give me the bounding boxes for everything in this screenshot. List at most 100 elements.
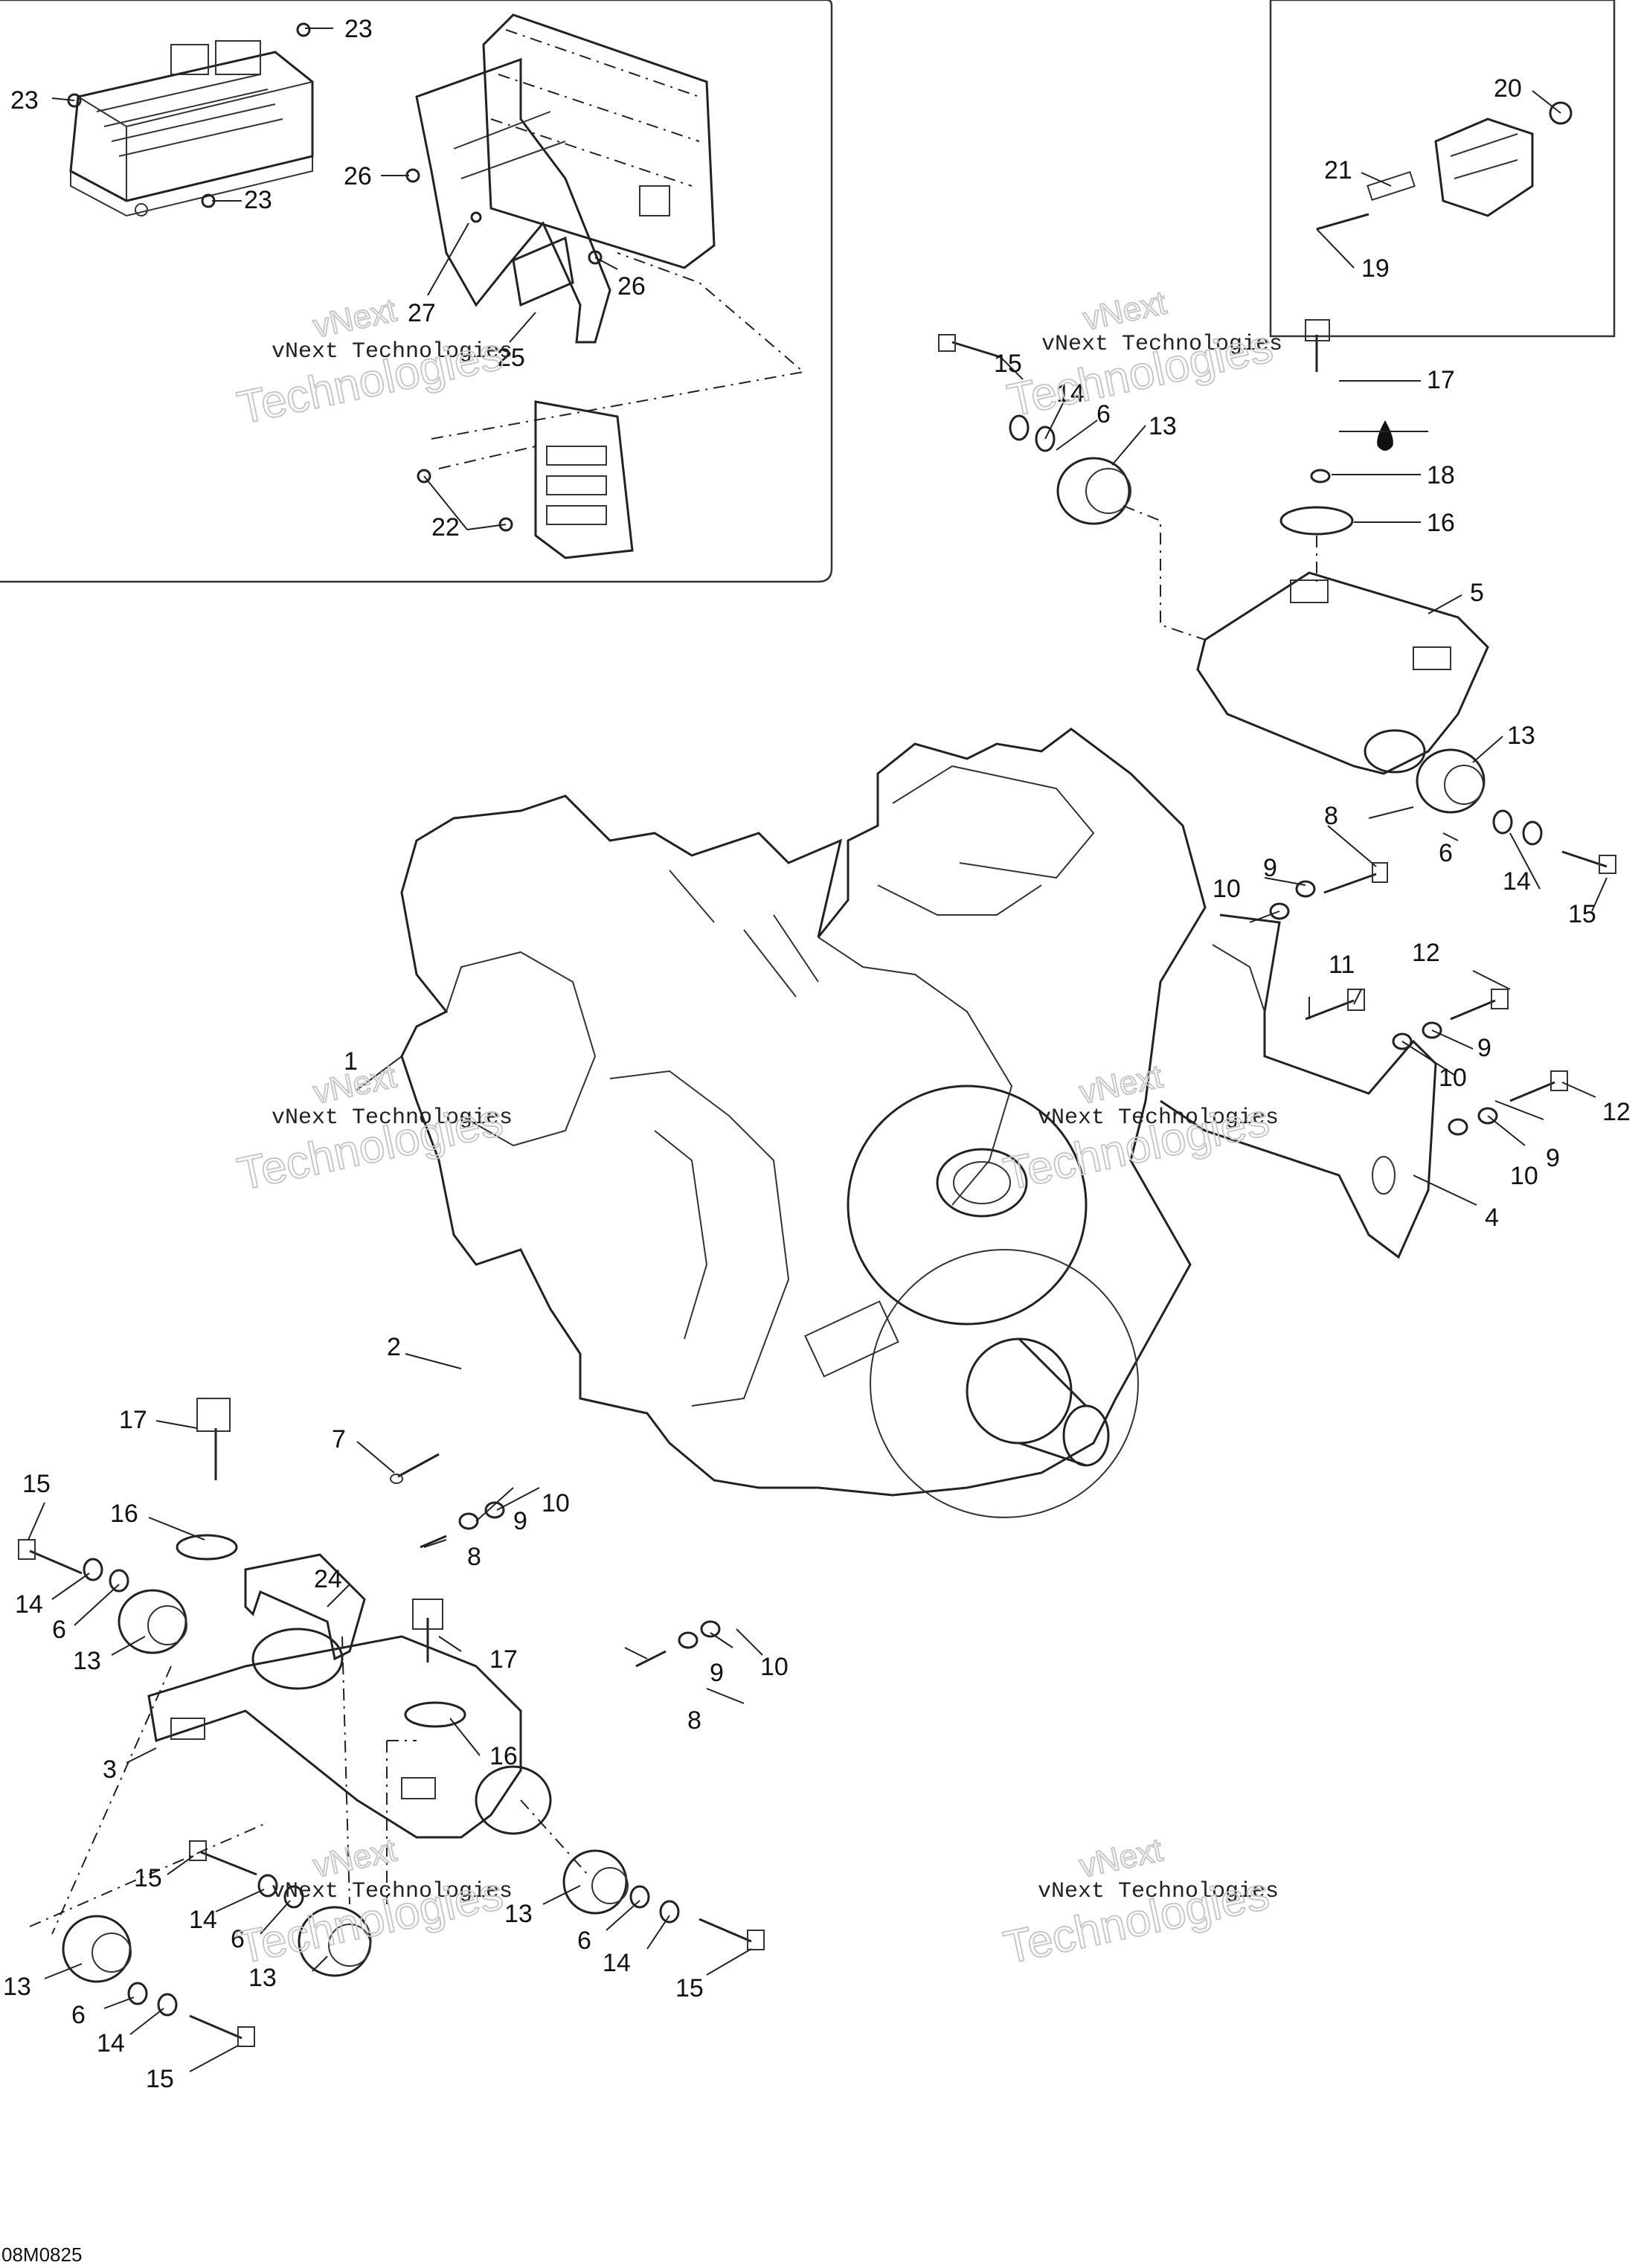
engine-block-drawing (400, 727, 1207, 1518)
callout-9-upper: 9 (1263, 854, 1277, 882)
callout-10-lower: 10 (1510, 1162, 1538, 1190)
inset-frame-connector (1269, 0, 1616, 338)
callout-16-center: 16 (489, 1742, 518, 1770)
mount-bracket-5-drawing (1196, 571, 1489, 775)
fuse-box-drawing (69, 40, 314, 217)
callout-6-right: 6 (1439, 839, 1453, 867)
svg-text:vNext Technologies: vNext Technologies (272, 1105, 513, 1131)
ecm-module-drawing (482, 13, 716, 269)
callout-27: 27 (408, 299, 436, 327)
bracket-3-drawing (147, 1628, 552, 1839)
callout-14-left: 14 (15, 1590, 43, 1619)
callout-10-mid: 10 (1439, 1064, 1467, 1092)
callout-12-lower: 12 (1602, 1098, 1631, 1126)
ecm-assembly-line (431, 252, 806, 440)
bushing-13-drawings (62, 457, 1486, 1983)
bracket-4-drawing (1160, 913, 1437, 1259)
threadlocker-drop-icon (1377, 420, 1393, 451)
callout-10-left: 10 (542, 1489, 570, 1517)
callout-4: 4 (1485, 1204, 1499, 1232)
connector-block-drawing (534, 400, 634, 559)
callout-8-upper: 8 (1324, 802, 1338, 830)
callout-15-lower-left: 15 (134, 1864, 162, 1892)
callout-15-right: 15 (1568, 900, 1596, 928)
watermark-2: vNext vNext Technologies Technologies (1003, 283, 1282, 427)
callout-7: 7 (332, 1425, 346, 1453)
callout-26-left: 26 (344, 162, 372, 190)
svg-text:vNext: vNext (310, 292, 399, 344)
svg-text:vNext Technologies: vNext Technologies (272, 339, 513, 364)
callout-25: 25 (497, 344, 525, 372)
callout-14-right: 14 (1503, 867, 1531, 896)
svg-text:vNext: vNext (1080, 284, 1169, 337)
callout-18: 18 (1427, 461, 1455, 489)
callout-16-upper: 16 (1427, 509, 1455, 537)
diagram-reference-code: 08M0825 (1, 2243, 82, 2266)
svg-text:vNext Technologies: vNext Technologies (1038, 1105, 1279, 1131)
callout-9-mid: 9 (1477, 1034, 1491, 1062)
callout-16-left: 16 (110, 1500, 138, 1528)
callout-5: 5 (1470, 579, 1484, 607)
callout-13-lower-right: 13 (504, 1900, 533, 1928)
callout-13-lower-center: 13 (248, 1964, 277, 1992)
callout-6-lower-left: 6 (231, 1925, 245, 1953)
callout-15-lower-right: 15 (675, 1974, 704, 2002)
svg-text:vNext Technologies: vNext Technologies (272, 1879, 513, 1904)
svg-text:vNext: vNext (1076, 1058, 1166, 1111)
callout-17-left: 17 (119, 1406, 147, 1434)
callout-20: 20 (1494, 74, 1522, 103)
watermark-4: vNext vNext Technologies Technologies (999, 1057, 1279, 1201)
svg-text:vNext: vNext (310, 1058, 399, 1111)
callout-8-bottom: 8 (687, 1706, 701, 1735)
callout-12-upper: 12 (1412, 939, 1440, 967)
callout-6-upper: 6 (1096, 400, 1111, 428)
callout-13-upper: 13 (1149, 412, 1177, 440)
callout-6-bottom-left: 6 (71, 2001, 86, 2029)
callout-9-bottom: 9 (710, 1659, 724, 1687)
fastener-glyphs-ecm (67, 22, 603, 532)
callout-14-lower-left: 14 (189, 1906, 217, 1934)
callout-13-left: 13 (73, 1647, 101, 1675)
heat-shield-24-drawing (244, 1553, 366, 1661)
callout-23-top: 23 (344, 15, 373, 43)
callout-24: 24 (314, 1565, 342, 1593)
callout-1: 1 (344, 1047, 358, 1076)
watermark-5: vNext vNext Technologies Technologies (233, 1831, 513, 1974)
callout-19: 19 (1361, 254, 1390, 283)
callout-leaders (28, 28, 1608, 2072)
inset-frame-ecm (0, 0, 833, 583)
svg-text:vNext Technologies: vNext Technologies (1041, 332, 1282, 357)
callout-13-bottom-left: 13 (3, 1973, 31, 2001)
callout-6-left: 6 (52, 1616, 66, 1644)
callout-23-left: 23 (10, 86, 39, 115)
callout-21: 21 (1324, 156, 1352, 184)
callout-23-bottom: 23 (244, 186, 272, 214)
bracket-drawing (415, 57, 611, 344)
callout-13-right: 13 (1507, 722, 1535, 750)
callout-26-right: 26 (617, 272, 646, 301)
callout-11: 11 (1329, 951, 1355, 979)
watermark-6: vNext vNext Technologies Technologies (999, 1831, 1279, 1974)
callout-9-left: 9 (513, 1507, 527, 1535)
fastener-glyphs-main (18, 319, 1616, 2047)
watermark-1: vNext vNext Technologies Technologies (233, 291, 513, 434)
callout-22: 22 (431, 513, 460, 542)
connector-drawing (1316, 101, 1573, 231)
svg-text:vNext: vNext (1076, 1831, 1166, 1884)
callout-15-left: 15 (22, 1470, 51, 1498)
callout-14-upper: 14 (1056, 379, 1085, 408)
callout-10-bottom: 10 (760, 1653, 789, 1681)
callout-17-center: 17 (489, 1645, 518, 1674)
callout-3: 3 (103, 1755, 117, 1784)
watermark-3: vNext vNext Technologies Technologies (233, 1057, 513, 1201)
ecm-assembly-line-2 (438, 446, 536, 469)
assembly-lines-main (29, 505, 1317, 1935)
svg-text:vNext Technologies: vNext Technologies (1038, 1879, 1279, 1904)
callout-14-bottom-left: 14 (97, 2029, 125, 2057)
callout-2: 2 (387, 1333, 401, 1361)
callout-6-lower-right: 6 (577, 1927, 591, 1955)
callout-10-upper: 10 (1213, 875, 1241, 903)
callout-9-lower: 9 (1546, 1144, 1560, 1172)
callout-17-upper: 17 (1427, 366, 1455, 394)
